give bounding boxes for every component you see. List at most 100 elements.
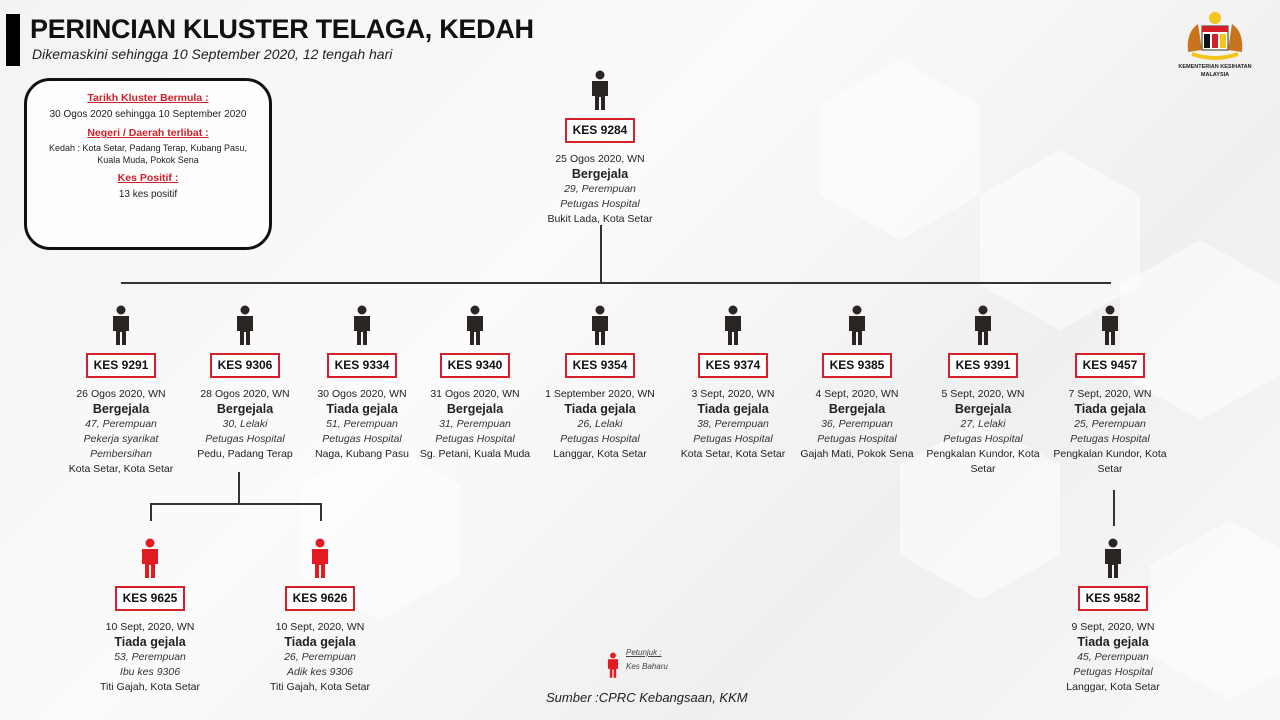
case-status: Bergejala <box>446 402 504 416</box>
case-node: KES 9374 3 Sept, 2020, WN Tiada gejala 3… <box>668 305 798 462</box>
case-age-gender: 30, Lelaki <box>222 418 268 430</box>
case-id-box: KES 9334 <box>326 353 398 378</box>
new-case-person-icon <box>142 538 158 578</box>
case-date: 4 Sept, 2020, WN <box>815 388 899 400</box>
case-role: Pekerja syarikat Pembersihan <box>83 433 159 460</box>
case-age-gender: 25, Perempuan <box>1074 418 1146 430</box>
cluster-info-box: Tarikh Kluster Bermula : 30 Ogos 2020 se… <box>24 78 272 250</box>
case-date: 5 Sept, 2020, WN <box>941 388 1025 400</box>
case-status: Tiada gejala <box>1077 635 1149 649</box>
case-status: Bergejala <box>571 167 629 181</box>
case-node: KES 9391 5 Sept, 2020, WN Bergejala 27, … <box>918 305 1048 477</box>
case-location: Naga, Kubang Pasu <box>315 448 409 460</box>
legend: Petunjuk : Kes Baharu <box>606 648 668 678</box>
case-date: 25 Ogos 2020, WN <box>555 153 645 165</box>
case-location: Sg. Petani, Kuala Muda <box>419 448 531 460</box>
case-date: 10 Sept, 2020, WN <box>105 621 195 633</box>
case-role: Ibu kes 9306 <box>119 666 181 678</box>
case-age-gender: 45, Perempuan <box>1077 651 1149 663</box>
case-id-box: KES 9354 <box>564 353 636 378</box>
connector <box>150 503 321 505</box>
case-location: Langgar, Kota Setar <box>1066 681 1160 693</box>
person-icon <box>1105 538 1121 578</box>
case-age-gender: 26, Lelaki <box>577 418 623 430</box>
case-status: Bergejala <box>954 402 1012 416</box>
case-role: Petugas Hospital <box>435 433 515 445</box>
case-date: 26 Ogos 2020, WN <box>76 388 166 400</box>
person-icon <box>467 305 483 345</box>
case-location: Gajah Mati, Pokok Sena <box>800 448 914 460</box>
coat-of-arms-icon <box>1187 12 1243 60</box>
person-icon <box>113 305 129 345</box>
case-role: Adik kes 9306 <box>287 666 353 678</box>
title-accent-bar <box>6 14 20 66</box>
positive-label: Kes Positif : <box>117 172 179 185</box>
case-role: Petugas Hospital <box>205 433 285 445</box>
person-icon <box>975 305 991 345</box>
case-node: KES 9354 1 September 2020, WN Tiada geja… <box>535 305 665 462</box>
person-icon <box>849 305 865 345</box>
connector <box>1113 490 1115 526</box>
case-date: 10 Sept, 2020, WN <box>275 621 365 633</box>
case-date: 28 Ogos 2020, WN <box>200 388 290 400</box>
case-role: Petugas Hospital <box>1070 433 1150 445</box>
case-role: Petugas Hospital <box>1073 666 1153 678</box>
case-id-box: KES 9284 <box>564 118 636 143</box>
kkm-logo: KEMENTERIAN KESIHATAN MALAYSIA <box>1168 10 1262 79</box>
area-value: Kedah : Kota Setar, Padang Terap, Kubang… <box>49 143 247 165</box>
case-status: Tiada gejala <box>1074 402 1146 416</box>
new-case-person-icon <box>607 652 619 678</box>
case-node: KES 9284 25 Ogos 2020, WN Bergejala 29, … <box>535 70 665 227</box>
case-node: KES 9385 4 Sept, 2020, WN Bergejala 36, … <box>792 305 922 462</box>
case-date: 7 Sept, 2020, WN <box>1068 388 1152 400</box>
case-status: Tiada gejala <box>697 402 769 416</box>
case-location: Kota Setar, Kota Setar <box>68 463 174 475</box>
case-age-gender: 36, Perempuan <box>821 418 893 430</box>
positive-value: 13 kes positif <box>118 189 178 201</box>
case-age-gender: 53, Perempuan <box>114 651 186 663</box>
source-note: Sumber :CPRC Kebangsaan, KKM <box>546 690 748 705</box>
case-age-gender: 27, Lelaki <box>960 418 1006 430</box>
case-id-box: KES 9457 <box>1074 353 1146 378</box>
case-location: Titi Gajah, Kota Setar <box>270 681 370 693</box>
page-title: PERINCIAN KLUSTER TELAGA, KEDAH <box>30 14 534 44</box>
case-status: Tiada gejala <box>114 635 186 649</box>
connector <box>320 503 322 521</box>
case-id-box: KES 9291 <box>85 353 157 378</box>
case-location: Bukit Lada, Kota Setar <box>547 213 653 225</box>
connector <box>121 282 1111 284</box>
person-icon <box>1102 305 1118 345</box>
case-status: Bergejala <box>92 402 150 416</box>
start-date-label: Tarikh Kluster Bermula : <box>87 92 209 104</box>
case-node: KES 9340 31 Ogos 2020, WN Bergejala 31, … <box>410 305 540 462</box>
case-status: Tiada gejala <box>564 402 636 416</box>
area-label: Negeri / Daerah terlibat : <box>87 127 209 139</box>
case-id-box: KES 9340 <box>439 353 511 378</box>
person-icon <box>592 70 608 110</box>
case-location: Langgar, Kota Setar <box>553 448 647 460</box>
case-role: Petugas Hospital <box>560 433 640 445</box>
page-subtitle: Dikemaskini sehingga 10 September 2020, … <box>32 46 393 62</box>
case-node: KES 9291 26 Ogos 2020, WN Bergejala 47, … <box>56 305 186 477</box>
person-icon <box>725 305 741 345</box>
case-location: Pengkalan Kundor, Kota Setar <box>926 448 1040 475</box>
case-age-gender: 26, Perempuan <box>284 651 356 663</box>
case-id-box: KES 9385 <box>821 353 893 378</box>
case-status: Bergejala <box>828 402 886 416</box>
case-role: Petugas Hospital <box>817 433 897 445</box>
case-age-gender: 47, Perempuan <box>85 418 157 430</box>
case-status: Tiada gejala <box>284 635 356 649</box>
new-case-person-icon <box>312 538 328 578</box>
case-id-box: KES 9306 <box>209 353 281 378</box>
case-location: Titi Gajah, Kota Setar <box>100 681 200 693</box>
case-age-gender: 31, Perempuan <box>439 418 511 430</box>
person-icon <box>354 305 370 345</box>
case-role: Petugas Hospital <box>943 433 1023 445</box>
case-role: Petugas Hospital <box>693 433 773 445</box>
case-id-box: KES 9391 <box>947 353 1019 378</box>
case-id-box: KES 9626 <box>284 586 356 611</box>
case-node: KES 9582 9 Sept, 2020, WN Tiada gejala 4… <box>1048 538 1178 695</box>
person-icon <box>592 305 608 345</box>
case-node: KES 9625 10 Sept, 2020, WN Tiada gejala … <box>85 538 215 695</box>
case-id-box: KES 9625 <box>114 586 186 611</box>
